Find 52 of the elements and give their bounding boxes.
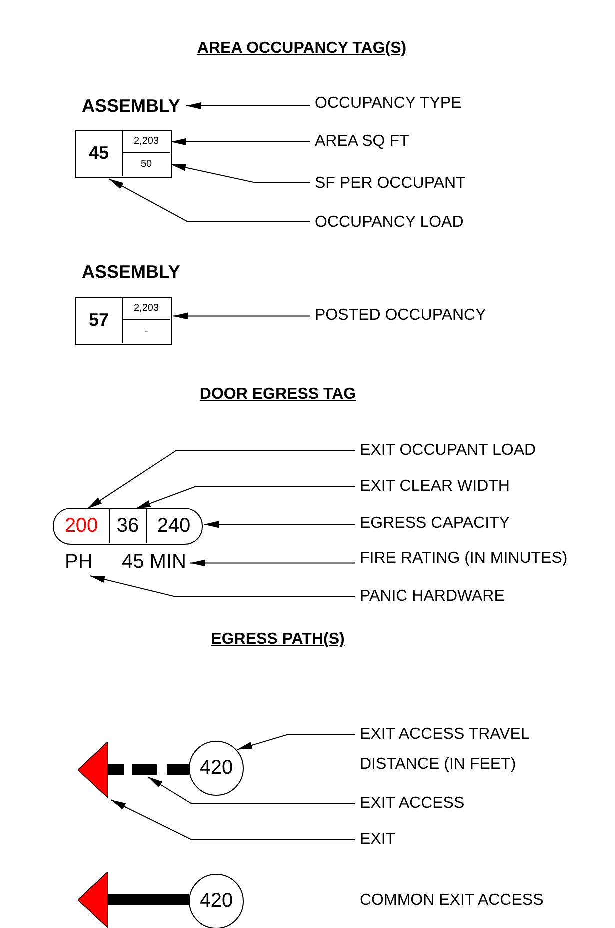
- legend-text: EGRESS CAPACITY: [360, 514, 510, 534]
- legend-text: FIRE RATING (IN MINUTES): [360, 549, 568, 569]
- occupancy-tag: [75, 130, 172, 178]
- legend-text: EXIT OCCUPANT LOAD: [360, 441, 536, 461]
- leader-line: [135, 486, 356, 510]
- leader-line: [87, 450, 356, 510]
- leader-line: [236, 734, 356, 750]
- legend-text: PANIC HARDWARE: [360, 587, 505, 607]
- fire-rating-label: 45 MIN: [122, 550, 186, 574]
- travel-distance-circle: 420: [189, 741, 244, 796]
- legend-text: ASSEMBLY: [82, 262, 180, 283]
- legend-text: SF PER OCCUPANT: [315, 174, 466, 194]
- occupancy-tag: [75, 297, 172, 345]
- exit-arrowhead: [78, 872, 108, 928]
- panic-hardware-label: PH: [65, 550, 93, 574]
- occupancy-load-value: 57: [76, 298, 123, 343]
- area-value: 2,203: [123, 131, 170, 153]
- door-egress-tag: [53, 508, 203, 545]
- legend-text: OCCUPANCY TYPE: [315, 94, 462, 114]
- leader-line: [148, 776, 356, 804]
- area-value: 2,203: [123, 298, 170, 320]
- travel-distance-circle: 420: [189, 874, 244, 928]
- legend-text: EXIT ACCESS TRAVEL DISTANCE (IN FEET): [360, 720, 540, 780]
- exit-occupant-load-value: 200: [54, 509, 110, 543]
- leader-line: [108, 178, 310, 222]
- dashed-egress-path: [108, 764, 189, 776]
- leader-line: [186, 102, 310, 110]
- legend-text: OCCUPANCY LOAD: [315, 213, 464, 233]
- occupancy-type-label: ASSEMBLY: [82, 96, 180, 116]
- leader-line: [90, 576, 356, 598]
- leader-line: [170, 138, 310, 146]
- legend-text: COMMON EXIT ACCESS: [360, 892, 544, 910]
- leader-line: [172, 312, 310, 320]
- legend-text: AREA SQ FT: [315, 132, 410, 152]
- exit-arrowhead: [78, 742, 108, 798]
- sf-per-occupant-value: 50: [123, 153, 170, 176]
- section-heading: EGRESS PATH(S): [211, 631, 345, 649]
- leader-line: [110, 800, 356, 840]
- sf-per-occupant-value: -: [123, 320, 170, 343]
- legend-text: POSTED OCCUPANCY: [315, 306, 486, 326]
- section-heading: AREA OCCUPANCY TAG(S): [197, 40, 407, 58]
- egress-capacity-value: 240: [147, 509, 201, 543]
- section-heading: DOOR EGRESS TAG: [200, 386, 356, 404]
- legend-text: EXIT ACCESS: [360, 794, 465, 814]
- leader-line: [170, 164, 310, 184]
- leader-line: [204, 521, 356, 528]
- leader-line: [190, 560, 356, 567]
- occupancy-load-value: 45: [76, 131, 123, 176]
- legend-text: EXIT: [360, 830, 396, 850]
- clear-width-value: 36: [110, 509, 147, 543]
- legend-text: EXIT CLEAR WIDTH: [360, 477, 510, 497]
- egress-path: [108, 894, 189, 906]
